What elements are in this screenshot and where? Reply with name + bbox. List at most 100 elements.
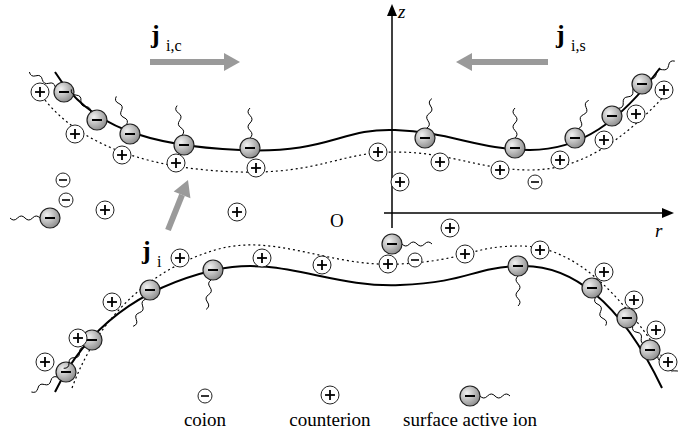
- plus-sign: [255, 163, 257, 173]
- counterion: [253, 249, 271, 267]
- surface-active-ion: [29, 72, 74, 102]
- counterion: [441, 219, 459, 237]
- ion-ball: [391, 173, 409, 191]
- minus-sign: [61, 371, 71, 373]
- counterion: [431, 153, 449, 171]
- minus-sign: [45, 217, 55, 219]
- counterion: [379, 255, 397, 273]
- counterion: [391, 173, 409, 191]
- counterion: [69, 329, 87, 347]
- ion-ball: [640, 340, 660, 360]
- surface-active-ion: [240, 108, 260, 158]
- ion-ball: [431, 153, 449, 171]
- minus-sign: [179, 144, 189, 146]
- hydrophobic-tail: [71, 89, 90, 112]
- ion-ball: [528, 175, 542, 189]
- surface-active-ion: [174, 106, 194, 155]
- ion-ball: [369, 143, 387, 161]
- surface-active-ion: [133, 280, 160, 326]
- counterion: [491, 161, 509, 179]
- hydrophobic-tail: [31, 377, 57, 393]
- ion-ball: [87, 110, 107, 130]
- minus-sign: [531, 181, 539, 183]
- hydrophobic-tail: [64, 347, 85, 368]
- ion-ball: [508, 256, 528, 276]
- ion-ball: [56, 362, 76, 382]
- coion: [408, 253, 422, 267]
- surface-active-ion: [203, 260, 223, 309]
- ion-ball: [174, 135, 194, 155]
- origin-label: O: [330, 211, 344, 230]
- ion-ball: [551, 151, 569, 169]
- counterion: [167, 154, 185, 172]
- counterion: [456, 245, 474, 263]
- counterion: [595, 131, 613, 149]
- ion-ball: [441, 219, 459, 237]
- plus-sign: [655, 325, 657, 335]
- surface-active-ion: [505, 108, 525, 158]
- counterion: [96, 201, 114, 219]
- minus-sign: [465, 395, 475, 397]
- plus-sign: [633, 295, 635, 305]
- plus-sign: [111, 297, 113, 307]
- axis-label: z: [398, 2, 405, 21]
- plus-sign: [603, 267, 605, 277]
- ion-ball: [415, 128, 435, 148]
- ion-ball: [59, 193, 73, 207]
- z-arrowhead: [387, 4, 397, 16]
- hydrophobic-tail: [248, 108, 252, 138]
- top-interface: [55, 68, 660, 150]
- counterion: [103, 293, 121, 311]
- ion-ball: [617, 308, 637, 328]
- plus-sign: [74, 129, 76, 139]
- ion-ball: [140, 280, 160, 300]
- plus-sign: [559, 155, 561, 165]
- minus-sign: [622, 317, 632, 319]
- ion-ball: [203, 260, 223, 280]
- legend-text: surface active ion: [403, 410, 537, 429]
- minus-sign: [59, 179, 67, 181]
- hydrophobic-tail: [133, 299, 146, 326]
- bottom-counterion-layer: [72, 245, 672, 388]
- minus-sign: [92, 119, 102, 121]
- hydrophobic-tail: [176, 106, 184, 136]
- counterion: [321, 386, 339, 404]
- hydrophobic-tail: [650, 61, 675, 79]
- ion-ball: [382, 234, 402, 254]
- plus-sign: [179, 253, 181, 263]
- plus-sign: [121, 150, 123, 160]
- minus-sign: [87, 339, 97, 341]
- surface-active-ion: [415, 99, 435, 148]
- surface-flux-arrow: [456, 53, 548, 71]
- minus-sign: [510, 147, 520, 149]
- ion-ball: [460, 386, 480, 406]
- ion-ball: [56, 173, 70, 187]
- plus-sign: [321, 260, 323, 270]
- plus-sign: [77, 333, 79, 343]
- ion-ball: [40, 208, 60, 228]
- counterion: [66, 125, 84, 143]
- surface-active-ion: [565, 100, 589, 148]
- hydrophobic-tail: [578, 100, 588, 128]
- plus-sign: [499, 165, 501, 175]
- counterion: [655, 81, 673, 99]
- ion-ball: [647, 321, 665, 339]
- surface-active-ion: [508, 256, 528, 306]
- ion-ball: [228, 203, 246, 221]
- ion-ball: [198, 389, 212, 403]
- counterion: [247, 159, 265, 177]
- flux-shaft: [472, 59, 548, 65]
- coion: [59, 193, 73, 207]
- ion-ball: [632, 74, 652, 94]
- ion-ball: [582, 278, 602, 298]
- minus-sign: [245, 147, 255, 149]
- flux-symbol: j: [556, 22, 565, 48]
- flux-subscript: i,c: [166, 38, 182, 54]
- hydrophobic-tail: [513, 108, 517, 138]
- surface-active-ion: [71, 89, 107, 130]
- ion-ball: [505, 138, 525, 158]
- minus-sign: [645, 349, 655, 351]
- plus-sign: [399, 177, 401, 187]
- surface-active-ion: [582, 278, 607, 326]
- counterion: [551, 151, 569, 169]
